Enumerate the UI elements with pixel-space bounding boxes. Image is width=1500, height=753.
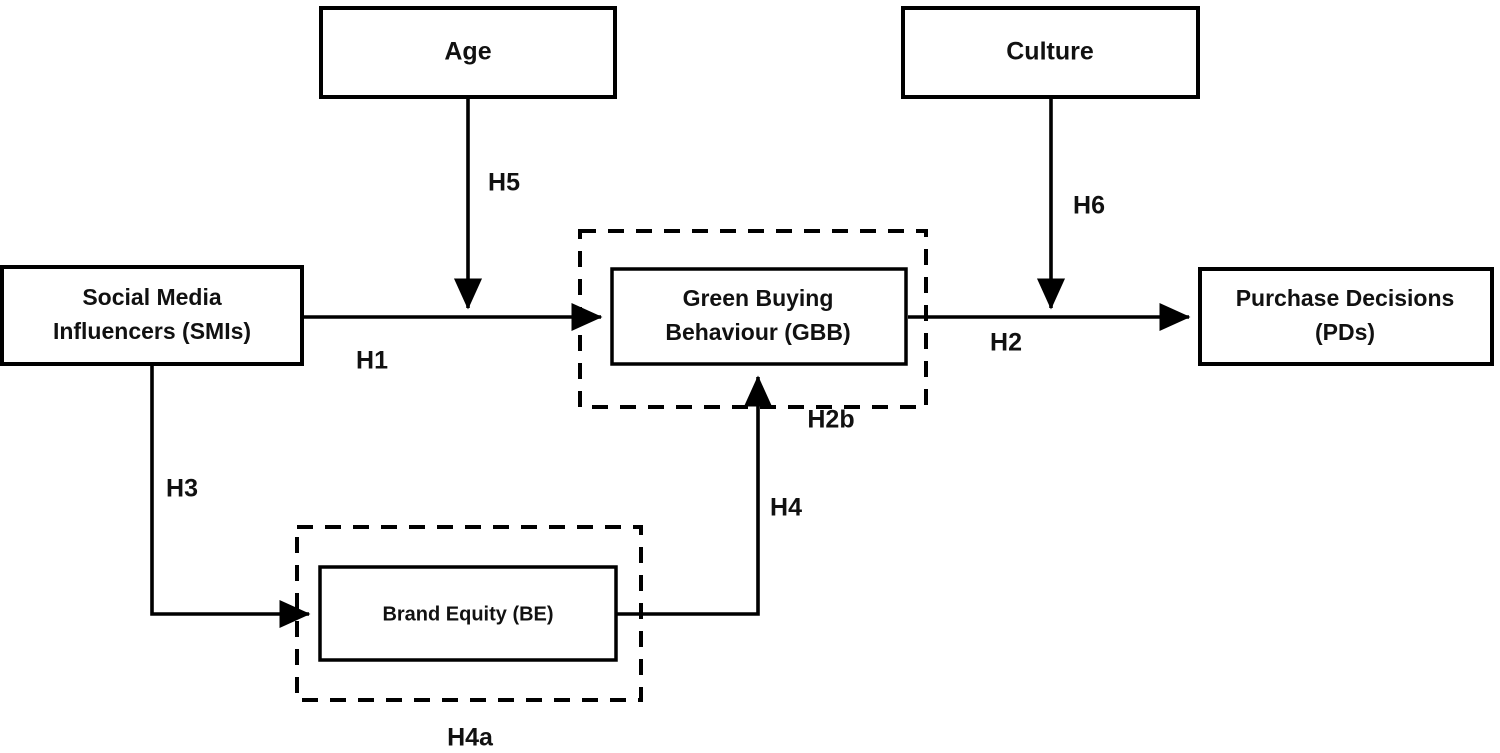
node-label-gbb-line2: Behaviour (GBB) bbox=[665, 319, 850, 345]
edge-label-h6: H6 bbox=[1073, 192, 1105, 220]
edge-h4-line bbox=[617, 375, 773, 616]
node-label-smi: Social Media Influencers (SMIs) bbox=[53, 284, 251, 344]
node-label-be: Brand Equity (BE) bbox=[382, 603, 553, 625]
node-label-age: Age bbox=[444, 38, 491, 66]
edge-h4 bbox=[617, 375, 773, 616]
edge-label-h5: H5 bbox=[488, 169, 520, 197]
node-label-gbb: Green Buying Behaviour (GBB) bbox=[665, 285, 850, 345]
node-label-gbb-line1: Green Buying bbox=[683, 285, 834, 311]
edge-label-h4: H4 bbox=[770, 494, 802, 522]
node-box-gbb[interactable] bbox=[610, 267, 908, 366]
edge-h3 bbox=[150, 365, 311, 629]
edge-label-h3: H3 bbox=[166, 475, 198, 503]
node-box-age[interactable] bbox=[319, 6, 617, 99]
node-label-pd: Purchase Decisions (PDs) bbox=[1236, 285, 1455, 345]
group-label-h4a: H4a bbox=[447, 724, 494, 752]
node-label-pd-line2: (PDs) bbox=[1315, 319, 1375, 345]
edge-label-h2: H2 bbox=[990, 329, 1022, 357]
mediation-group-be bbox=[295, 525, 643, 702]
node-box-be[interactable] bbox=[318, 565, 618, 662]
mediation-group-gbb bbox=[578, 229, 928, 409]
node-label-pd-line1: Purchase Decisions bbox=[1236, 285, 1455, 311]
node-box-smi[interactable] bbox=[0, 265, 304, 366]
node-label-culture: Culture bbox=[1006, 38, 1094, 66]
edge-label-h1: H1 bbox=[356, 347, 388, 375]
edge-h3-line bbox=[150, 365, 311, 629]
group-label-h2b: H2b bbox=[807, 406, 854, 434]
node-label-smi-line1: Social Media bbox=[82, 284, 222, 310]
node-box-pd[interactable] bbox=[1198, 267, 1494, 366]
node-box-culture[interactable] bbox=[901, 6, 1200, 99]
node-label-smi-line2: Influencers (SMIs) bbox=[53, 318, 251, 344]
